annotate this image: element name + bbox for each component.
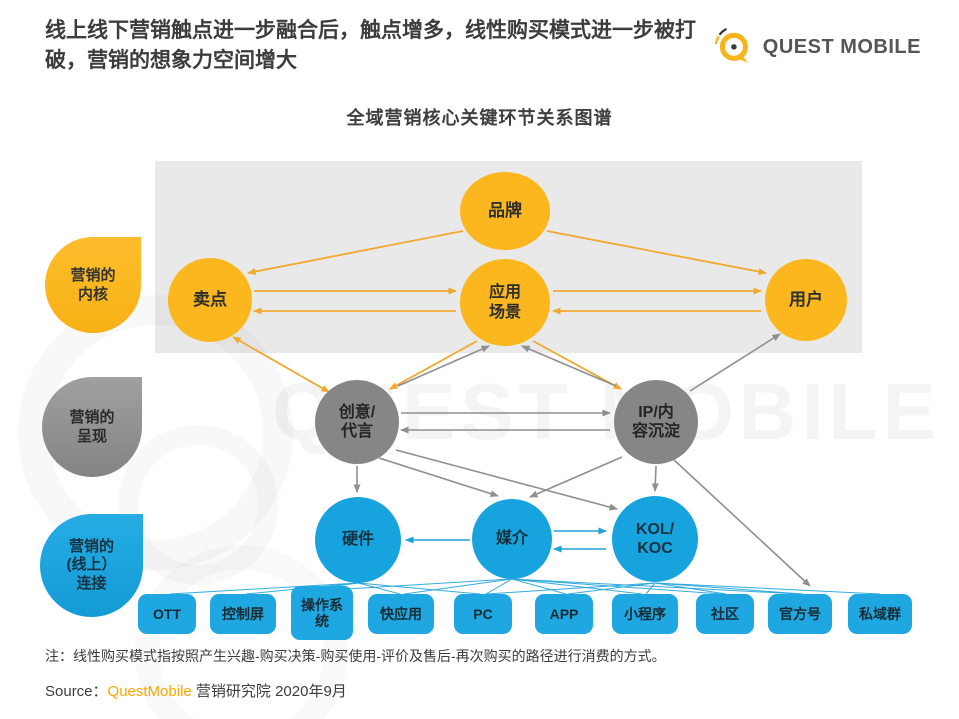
channel-box-official-account: 官方号 [768, 594, 832, 634]
layer-label-core: 营销的 内核 [45, 237, 141, 333]
node-media: 媒介 [472, 499, 552, 579]
footnote: 注：线性购买模式指按照产生兴趣-购买决策-购买使用-评价及售后-再次购买的路径进… [45, 648, 666, 664]
channel-box-quick-app: 快应用 [368, 594, 434, 634]
channel-box-community: 社区 [696, 594, 754, 634]
channel-box-mini-program: 小程序 [612, 594, 678, 634]
questmobile-swirl-icon [710, 22, 756, 73]
questmobile-logo: QUEST MOBILE [710, 22, 921, 73]
node-user: 用户 [765, 259, 847, 341]
node-selling-point: 卖点 [168, 258, 252, 342]
layer-label-presentation: 营销的 呈现 [42, 377, 142, 477]
node-creative: 创意/ 代言 [315, 380, 399, 464]
channel-box-control-screen: 控制屏 [210, 594, 276, 634]
source-suffix: 营销研究院 2020年9月 [191, 683, 347, 700]
channel-box-private-group: 私域群 [848, 594, 912, 634]
source-prefix: Source： [45, 683, 108, 700]
node-kol-koc: KOL/ KOC [612, 496, 698, 582]
channel-box-ott: OTT [138, 594, 196, 634]
node-brand: 品牌 [460, 172, 550, 250]
layer-label-connection: 营销的 (线上） 连接 [40, 514, 143, 617]
source-brand: QuestMobile [107, 683, 192, 700]
header: 线上线下营销触点进一步融合后，触点增多，线性购买模式进一步被打破，营销的想象力空… [0, 0, 959, 76]
node-hardware: 硬件 [315, 497, 401, 583]
logo-text: QUEST MOBILE [762, 36, 921, 58]
source-line: Source：QuestMobile 营销研究院 2020年9月 [45, 680, 347, 701]
node-scenario: 应用 场景 [460, 259, 550, 346]
channel-box-os: 操作系统 [291, 586, 353, 640]
channel-box-pc: PC [454, 594, 512, 634]
channel-box-app: APP [535, 594, 593, 634]
node-ip-content: IP/内 容沉淀 [614, 380, 698, 464]
chart-title: 全域营销核心关键环节关系图谱 [346, 108, 613, 128]
page-title: 线上线下营销触点进一步融合后，触点增多，线性购买模式进一步被打破，营销的想象力空… [45, 19, 696, 72]
